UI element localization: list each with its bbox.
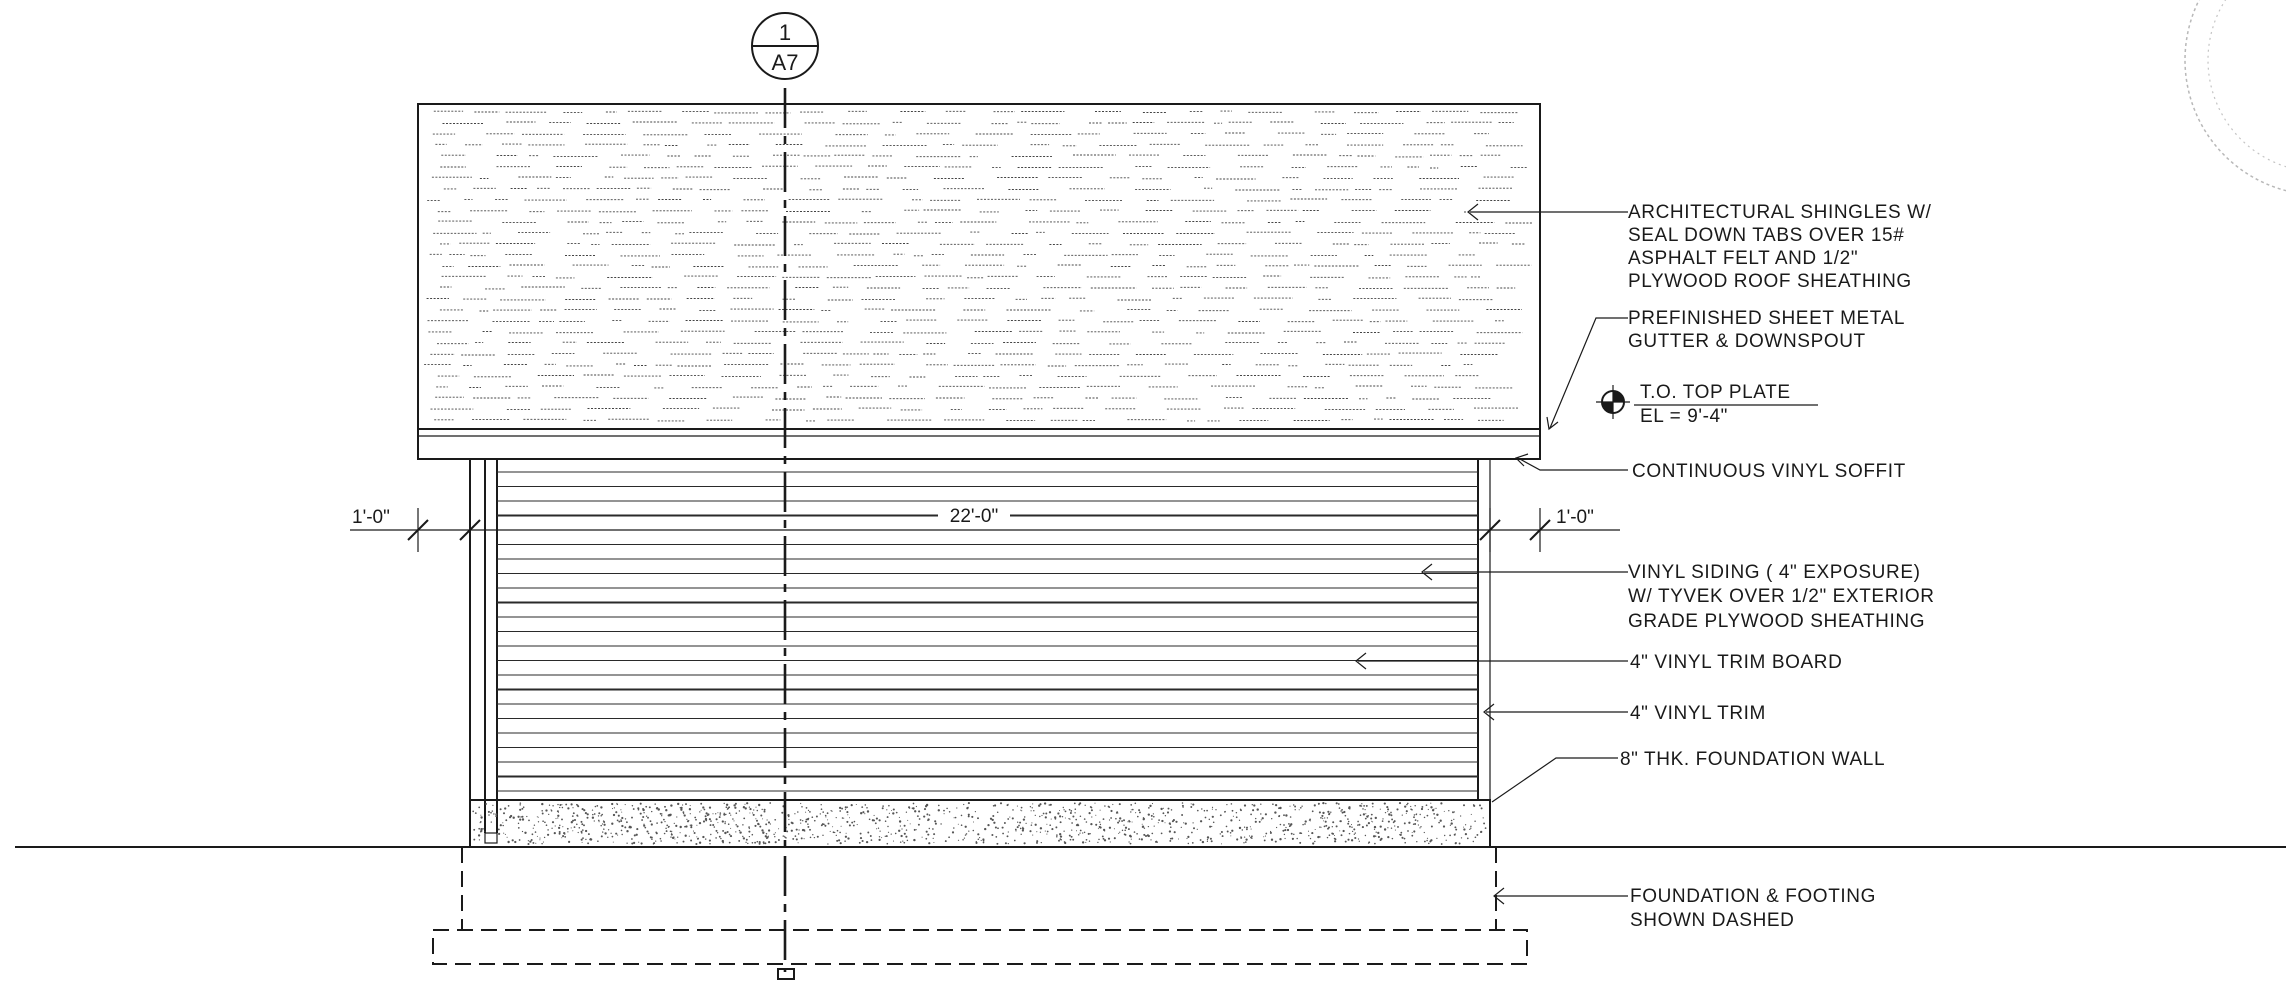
dim-right-overhang: 1'-0": [1556, 507, 1594, 528]
annotation-notes: ARCHITECTURAL SHINGLES W/ SEAL DOWN TABS…: [1620, 202, 1941, 931]
note-footing-line-1: FOUNDATION & FOOTING: [1630, 886, 1876, 907]
note-gutter-line-1: PREFINISHED SHEET METAL: [1628, 308, 1904, 329]
note-roofing: ARCHITECTURAL SHINGLES W/ SEAL DOWN TABS…: [1628, 202, 1937, 292]
note-roofing-line-2: SEAL DOWN TABS OVER 15#: [1628, 225, 1904, 246]
note-soffit: CONTINUOUS VINYL SOFFIT: [1632, 461, 1906, 482]
note-siding-line-2: W/ TYVEK OVER 1/2" EXTERIOR: [1628, 586, 1935, 607]
note-foundation-wall: 8" THK. FOUNDATION WALL: [1620, 749, 1885, 770]
foundation-wall: [469, 799, 1491, 848]
note-siding-line-1: VINYL SIDING ( 4" EXPOSURE): [1628, 562, 1921, 583]
concrete-stipple: [472, 801, 1487, 846]
section-sheet: A7: [772, 50, 799, 75]
note-gutter-line-2: GUTTER & DOWNSPOUT: [1628, 331, 1866, 352]
roof-outline: [417, 103, 1541, 430]
note-trim: 4" VINYL TRIM: [1630, 703, 1766, 724]
section-cut: 1 A7: [751, 12, 819, 980]
engineer-stamp-partial: [2184, 0, 2286, 192]
leaders: [1355, 203, 1628, 905]
top-plate-datum: T.O. TOP PLATE EL = 9'-4": [1596, 382, 1818, 427]
top-plate-label: T.O. TOP PLATE: [1640, 382, 1791, 403]
shingle-texture: [424, 110, 1533, 422]
note-trim-board: 4" VINYL TRIM BOARD: [1630, 652, 1842, 673]
note-siding: VINYL SIDING ( 4" EXPOSURE) W/ TYVEK OVE…: [1628, 562, 1941, 632]
note-siding-line-3: GRADE PLYWOOD SHEATHING: [1628, 611, 1925, 632]
roof-fascia: [417, 428, 1541, 460]
roof: [417, 103, 1541, 460]
foundation: [469, 799, 1491, 848]
top-plate-elevation: EL = 9'-4": [1640, 406, 1728, 427]
note-footing-line-2: SHOWN DASHED: [1630, 910, 1795, 931]
note-gutter: PREFINISHED SHEET METAL GUTTER & DOWNSPO…: [1628, 308, 1910, 352]
section-number: 1: [779, 20, 791, 45]
dimensions: 1'-0" 22'-0" 1'-0": [350, 505, 1620, 552]
note-roofing-line-4: PLYWOOD ROOF SHEATHING: [1628, 271, 1912, 292]
note-footing: FOUNDATION & FOOTING SHOWN DASHED: [1630, 886, 1882, 931]
dim-overall-width: 22'-0": [950, 506, 998, 527]
footing-dashed: [432, 847, 1528, 965]
note-roofing-line-3: ASPHALT FELT AND 1/2": [1628, 248, 1858, 269]
note-roofing-line-1: ARCHITECTURAL SHINGLES W/: [1628, 202, 1932, 223]
dim-left-overhang: 1'-0": [352, 507, 390, 528]
